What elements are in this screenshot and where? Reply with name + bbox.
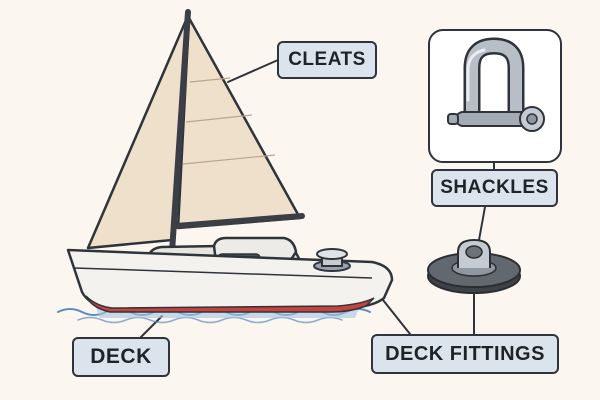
- deck-line: [73, 267, 373, 279]
- boom: [173, 213, 305, 229]
- deck-fittings-leader-line: [382, 299, 411, 335]
- leader-lines: [139, 59, 495, 339]
- shackle-icon: [447, 37, 545, 132]
- mast: [169, 9, 191, 255]
- deck-leader-line: [139, 315, 163, 339]
- deck-label: DECK: [72, 337, 170, 377]
- shackles-label: SHACKLES: [431, 169, 558, 207]
- hull-stripe: [85, 295, 375, 313]
- cleats-label: CLEATS: [277, 41, 377, 79]
- sailboat-icon: [66, 9, 394, 313]
- deck-fitting-icon: [427, 238, 521, 294]
- cleats-leader-line: [227, 59, 279, 83]
- deck-fittings-label: DECK FITTINGS: [371, 334, 559, 374]
- hull: [66, 248, 394, 312]
- shackle-card: [428, 29, 562, 163]
- shackles-to-fitting-line: [478, 206, 486, 241]
- winch: [313, 248, 351, 272]
